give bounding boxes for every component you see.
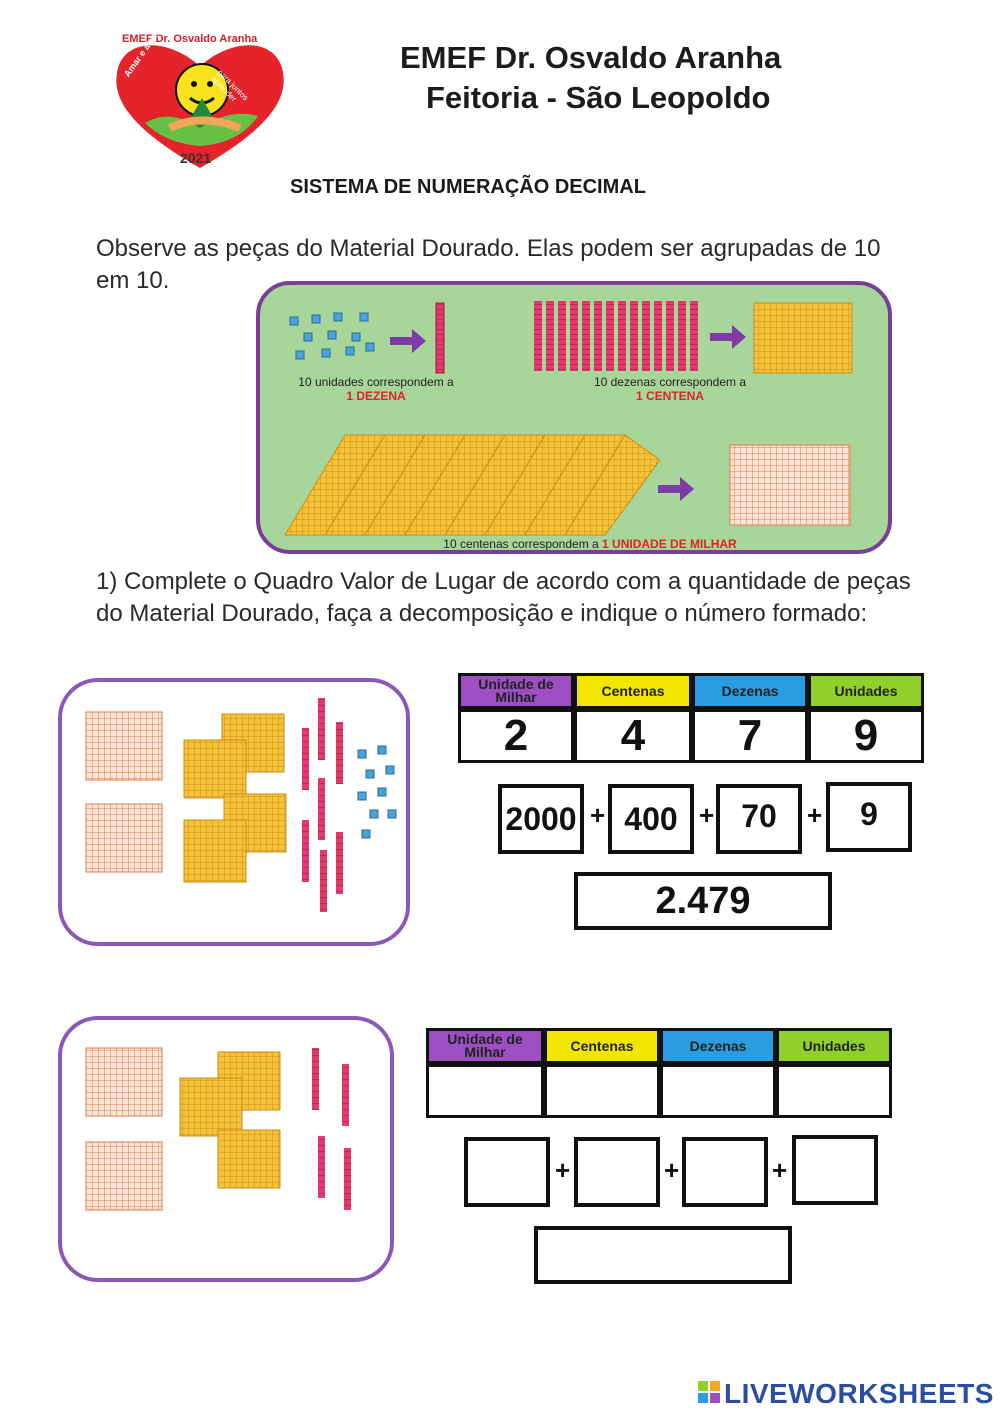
caption-hundreds-red: 1 UNIDADE DE MILHAR	[602, 537, 737, 551]
logo-year: 2021	[180, 150, 212, 166]
ex1-decomp-dezenas[interactable]: 70	[716, 784, 802, 854]
qvl1-header-milhar: Unidade de Milhar	[458, 673, 574, 709]
liveworksheets-icon	[698, 1381, 720, 1403]
qvl2-header-centenas-label: Centenas	[570, 1037, 634, 1054]
school-city: Feitoria - São Leopoldo	[426, 80, 771, 115]
qvl2-header-centenas: Centenas	[544, 1028, 660, 1064]
qvl1-header-centenas-label: Centenas	[601, 682, 665, 699]
qvl1-header-dezenas: Dezenas	[692, 673, 808, 709]
qvl1-header-centenas: Centenas	[574, 673, 692, 709]
intro-text: Observe as peças do Material Dourado. El…	[96, 235, 881, 294]
ex1-plus-2: +	[699, 800, 715, 830]
exercise1-pieces-box	[58, 678, 410, 946]
qvl1-header-milhar-label: Unidade de Milhar	[478, 676, 554, 705]
qvl2-header-unidades-label: Unidades	[802, 1037, 866, 1054]
material-dourado-panel: 10 unidades correspondem a 1 DEZENA 10 d…	[256, 281, 892, 554]
qvl2-header-dezenas-label: Dezenas	[689, 1037, 747, 1054]
ex2-plus-2: +	[664, 1155, 680, 1185]
exercise2-pieces-box	[58, 1016, 394, 1282]
caption-tens: 10 dezenas correspondem a 1 CENTENA	[560, 375, 780, 403]
qvl1-cell-dezenas[interactable]: 7	[692, 709, 808, 763]
subject-title: SISTEMA DE NUMERAÇÃO DECIMAL	[290, 176, 646, 198]
ex2-plus-1: +	[555, 1155, 571, 1185]
qvl2-cell-unidades[interactable]	[776, 1064, 892, 1118]
qvl2-header-unidades: Unidades	[776, 1028, 892, 1064]
ex1-result[interactable]: 2.479	[574, 872, 832, 930]
ex2-decomp-centenas[interactable]	[574, 1137, 660, 1207]
qvl2-header-milhar: Unidade de Milhar	[426, 1028, 544, 1064]
question-1: 1) Complete o Quadro Valor de Lugar de a…	[96, 568, 911, 627]
qvl1-cell-milhar[interactable]: 2	[458, 709, 574, 763]
ex2-decomp-dezenas[interactable]	[682, 1137, 768, 1207]
liveworksheets-brand[interactable]: LIVEWORKSHEETS	[724, 1378, 994, 1409]
ex1-decomp-milhar[interactable]: 2000	[498, 784, 584, 854]
qvl1-header-unidades: Unidades	[808, 673, 924, 709]
qvl1-cell-centenas[interactable]: 4	[574, 709, 692, 763]
caption-tens-red: 1 CENTENA	[635, 389, 704, 403]
ex1-plus-1: +	[590, 800, 606, 830]
logo-text-top: EMEF Dr. Osvaldo Aranha	[122, 33, 258, 45]
qvl1-header-unidades-label: Unidades	[834, 682, 898, 699]
caption-tens-text: 10 dezenas correspondem a	[593, 375, 747, 389]
ex1-plus-3: +	[807, 800, 823, 830]
qvl1-cell-unidades[interactable]: 9	[808, 709, 924, 763]
qvl2-header-milhar-label: Unidade de Milhar	[447, 1031, 523, 1060]
qvl2-cell-milhar[interactable]	[426, 1064, 544, 1118]
qvl2-header-dezenas: Dezenas	[660, 1028, 776, 1064]
ex2-result[interactable]	[534, 1226, 792, 1284]
caption-units: 10 unidades correspondem a 1 DEZENA	[266, 375, 486, 403]
ex2-plus-3: +	[772, 1155, 788, 1185]
qvl1-header-dezenas-label: Dezenas	[721, 682, 779, 699]
qvl2-cell-centenas[interactable]	[544, 1064, 660, 1118]
ex1-decomp-centenas[interactable]: 400	[608, 784, 694, 854]
ex2-decomp-milhar[interactable]	[464, 1137, 550, 1207]
caption-hundreds: 10 centenas correspondem a 1 UNIDADE DE …	[360, 537, 820, 551]
qvl2-cell-dezenas[interactable]	[660, 1064, 776, 1118]
ex2-decomp-unidades[interactable]	[792, 1135, 878, 1205]
caption-units-red: 1 DEZENA	[346, 389, 406, 403]
school-logo: EMEF Dr. Osvaldo Aranha Amar e acolher p…	[110, 20, 290, 173]
school-name: EMEF Dr. Osvaldo Aranha	[400, 40, 782, 75]
caption-hundreds-text: 10 centenas correspondem a	[443, 537, 599, 551]
ex1-decomp-unidades[interactable]: 9	[826, 782, 912, 852]
caption-units-text: 10 unidades correspondem a	[298, 375, 454, 389]
